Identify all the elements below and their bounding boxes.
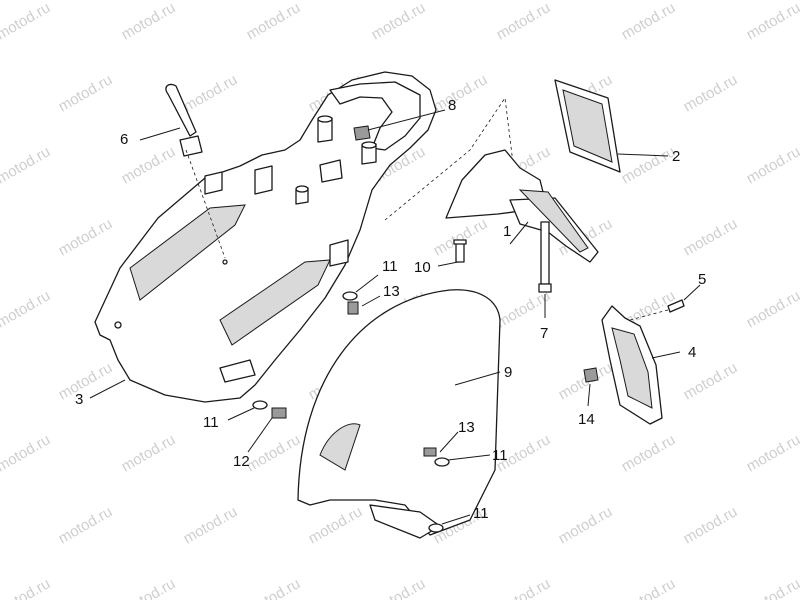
watermark-text: motod.ru — [744, 287, 800, 331]
watermark-text: motod.ru — [119, 143, 179, 187]
part-9-fender — [297, 289, 501, 539]
watermark-text: motod.ru — [56, 503, 116, 547]
callout-10: 10 — [414, 259, 431, 276]
watermark-text: motod.ru — [244, 575, 304, 600]
callout-11-fender: 11 — [492, 447, 508, 464]
part-6-hook — [139, 83, 203, 157]
watermark-text: motod.ru — [181, 503, 241, 547]
watermark-text: motod.ru — [494, 575, 554, 600]
watermark-text: motod.ru — [681, 71, 741, 115]
watermark-text: motod.ru — [369, 0, 429, 43]
watermark-text: motod.ru — [119, 575, 179, 600]
watermark-text: motod.ru — [494, 0, 554, 43]
watermark-text: motod.ru — [306, 503, 366, 547]
part-11-washer-upper — [342, 274, 379, 301]
watermark-text: motod.ru — [56, 71, 116, 115]
callout-11-left: 11 — [203, 414, 219, 431]
callout-14: 14 — [578, 411, 595, 428]
watermark-text: motod.ru — [744, 431, 800, 475]
part-11-washer-fender — [434, 454, 491, 467]
callout-3: 3 — [75, 391, 83, 408]
watermark-text: motod.ru — [369, 575, 429, 600]
watermark-text: motod.ru — [0, 287, 53, 331]
watermark-text: motod.ru — [0, 431, 53, 475]
part-12-bolt — [247, 407, 287, 453]
part-13-bolt-upper — [347, 295, 381, 315]
callout-5: 5 — [698, 271, 706, 288]
watermark-text: motod.ru — [556, 503, 616, 547]
watermark-text: motod.ru — [0, 143, 53, 187]
callout-2: 2 — [672, 148, 680, 165]
watermark-text: motod.ru — [619, 575, 679, 600]
callout-11-lower: 11 — [473, 505, 489, 522]
part-5-screw — [629, 284, 701, 321]
part-10-bolt — [437, 239, 467, 267]
watermark-text: motod.ru — [619, 0, 679, 43]
watermark-text: motod.ru — [0, 575, 53, 600]
callout-13-upper: 13 — [383, 283, 400, 300]
watermark-text: motod.ru — [619, 143, 679, 187]
callout-1: 1 — [503, 223, 511, 240]
part-13-bolt-fender — [423, 431, 459, 457]
watermark-text: motod.ru — [244, 431, 304, 475]
part-11-washer-lower — [428, 514, 471, 533]
part-11-washer-left — [227, 400, 268, 421]
callout-12: 12 — [233, 453, 250, 470]
watermark-text: motod.ru — [56, 359, 116, 403]
callout-13-fender: 13 — [458, 419, 475, 436]
part-8-nut — [353, 109, 446, 141]
watermark-text: motod.ru — [431, 71, 491, 115]
part-1-bracket — [445, 149, 599, 263]
watermark-text: motod.ru — [744, 143, 800, 187]
watermark-text: motod.ru — [119, 0, 179, 43]
part-4-mudflap — [601, 305, 681, 425]
part-7-bolt — [538, 221, 552, 318]
watermark-text: motod.ru — [119, 431, 179, 475]
callout-7: 7 — [540, 325, 548, 342]
callout-11-upper: 11 — [382, 258, 398, 275]
watermark-text: motod.ru — [681, 503, 741, 547]
watermark-text: motod.ru — [681, 359, 741, 403]
callout-8: 8 — [448, 97, 456, 114]
watermark-text: motod.ru — [744, 0, 800, 43]
part-14-nut — [583, 367, 599, 407]
watermark-text: motod.ru — [0, 0, 53, 43]
callout-6: 6 — [120, 131, 128, 148]
part-3-rear-cowl — [89, 71, 437, 403]
watermark-text: motod.ru — [744, 575, 800, 600]
watermark-text: motod.ru — [681, 215, 741, 259]
callout-9: 9 — [504, 364, 512, 381]
watermark-text: motod.ru — [56, 215, 116, 259]
watermark-text: motod.ru — [619, 431, 679, 475]
watermark-text: motod.ru — [244, 0, 304, 43]
callout-4: 4 — [688, 344, 696, 361]
part-2-plate-holder — [554, 79, 669, 173]
watermark-text: motod.ru — [181, 71, 241, 115]
